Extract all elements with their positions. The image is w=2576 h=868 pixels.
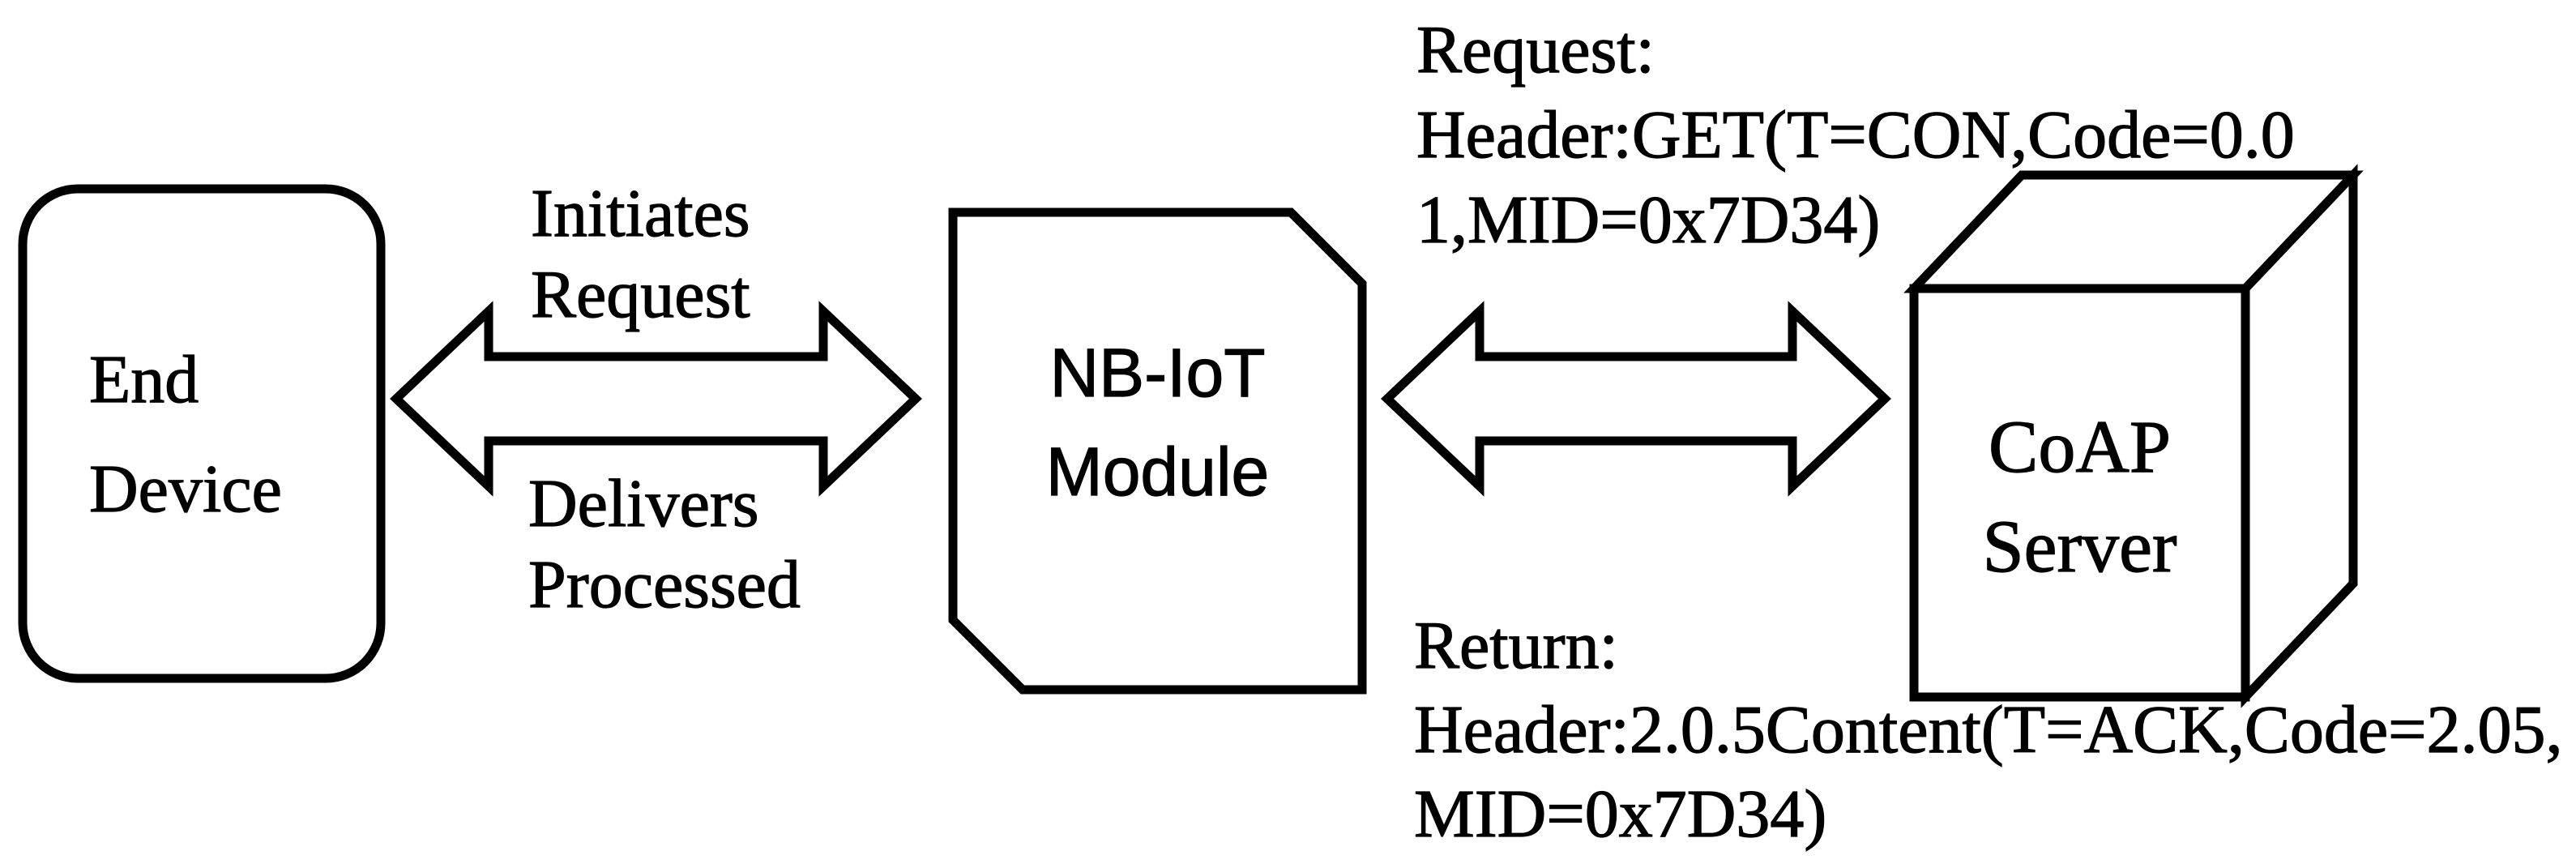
- end-device-label-line2: Device: [88, 451, 282, 527]
- delivers-processed-label-line1: Delivers: [528, 465, 759, 541]
- nbiot-module-box: [948, 207, 1367, 695]
- end-device-label-line1: End: [88, 341, 199, 417]
- return-annotation-line1: Return:: [1413, 607, 1618, 683]
- delivers-processed-label: Delivers Processed: [528, 464, 801, 626]
- initiates-request-label-line2: Request: [530, 256, 750, 332]
- coap-server-label-line1: CoAP: [1988, 404, 2171, 488]
- return-annotation-line2: Header:2.0.5Content(T=ACK,Code=2.05,: [1413, 691, 2563, 768]
- coap-server-label-line2: Server: [1982, 504, 2177, 588]
- nbiot-module-label: NB-IoT Module: [953, 323, 1362, 521]
- request-annotation: Request: Header:GET(T=CON,Code=0.0 1,MID…: [1416, 7, 2295, 263]
- end-device-label: End Device: [88, 325, 282, 544]
- coap-server-cube-front: [1909, 284, 2250, 702]
- request-annotation-line3: 1,MID=0x7D34): [1416, 182, 1881, 258]
- request-annotation-line2: Header:GET(T=CON,Code=0.0: [1416, 96, 2295, 173]
- delivers-processed-label-line2: Processed: [528, 546, 801, 622]
- end-device-box: [18, 184, 386, 683]
- nbiot-coap-arrow: [1381, 301, 1891, 497]
- request-annotation-line1: Request:: [1416, 11, 1655, 88]
- initiates-request-label-line1: Initiates: [530, 175, 750, 251]
- initiates-request-label: Initiates Request: [530, 173, 750, 336]
- end-device-nbiot-arrow: [390, 301, 922, 497]
- nbiot-module-label-line2: Module: [1045, 433, 1270, 510]
- return-annotation: Return: Header:2.0.5Content(T=ACK,Code=2…: [1413, 604, 2563, 857]
- coap-server-label: CoAP Server: [1914, 397, 2245, 596]
- nbiot-module-label-line1: NB-IoT: [1049, 334, 1266, 411]
- return-annotation-line3: MID=0x7D34): [1413, 776, 1827, 852]
